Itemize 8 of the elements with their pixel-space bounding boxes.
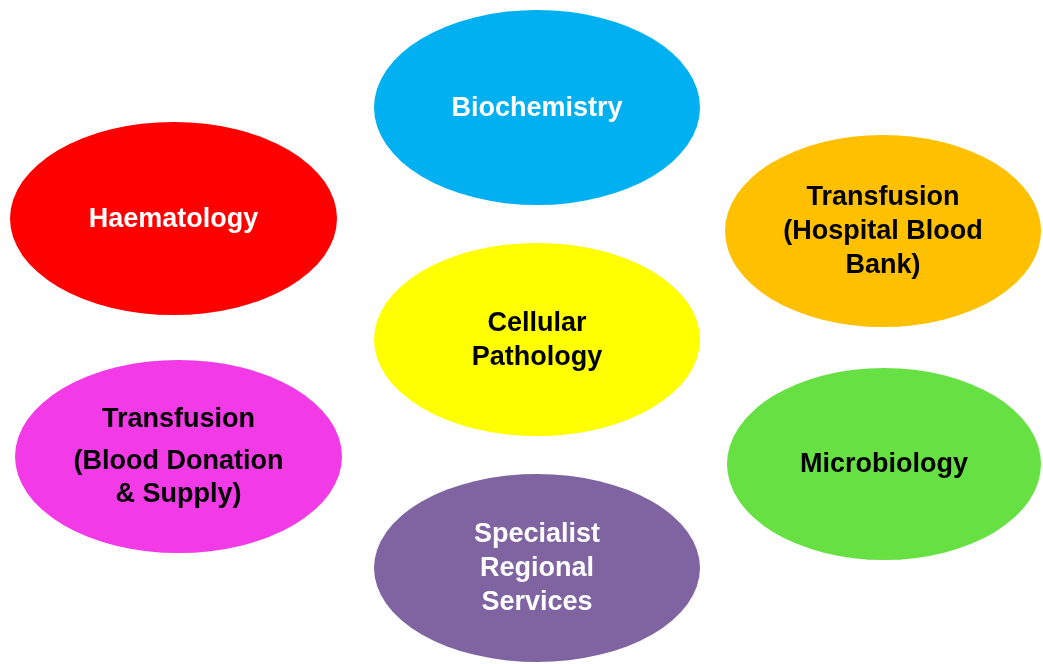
node-label: (Blood Donation & Supply) bbox=[72, 443, 285, 511]
node-label: Transfusion (Hospital Blood Bank) bbox=[782, 180, 984, 281]
node-label: Cellular Pathology bbox=[470, 305, 604, 373]
node-label: Microbiology bbox=[800, 447, 968, 481]
node-label: Transfusion bbox=[102, 401, 255, 435]
node-label: Haematology bbox=[88, 201, 259, 235]
node-label: Biochemistry bbox=[451, 90, 623, 124]
node-label: Specialist Regional Services bbox=[472, 517, 602, 618]
